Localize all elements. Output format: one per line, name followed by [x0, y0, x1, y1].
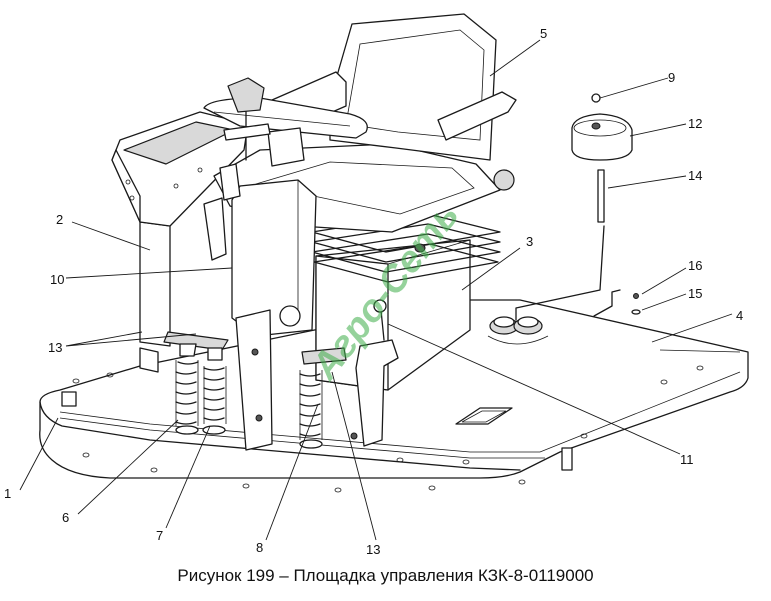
lever-11 — [350, 299, 399, 447]
callout-14: 14 — [688, 168, 702, 183]
callout-5: 5 — [540, 26, 547, 41]
callout-9: 9 — [668, 70, 675, 85]
callout-1: 1 — [4, 486, 11, 501]
control-platform-drawing: Агро-Сеть 1 2 3 4 5 6 7 8 9 10 11 12 13 … — [4, 13, 749, 557]
callout-13-bottom: 13 — [366, 542, 380, 557]
leader-lines — [19, 39, 733, 541]
callout-12: 12 — [688, 116, 702, 131]
mount-parts — [487, 93, 641, 345]
callout-8: 8 — [256, 540, 263, 555]
steering-column — [203, 77, 368, 451]
gear-pair — [487, 316, 549, 345]
left-console — [111, 111, 249, 373]
callout-2: 2 — [56, 212, 63, 227]
callout-6: 6 — [62, 510, 69, 525]
pedals-and-springs — [163, 331, 347, 449]
spring-6 — [175, 360, 199, 435]
callout-10: 10 — [50, 272, 64, 287]
callout-3: 3 — [526, 234, 533, 249]
platform-holes — [72, 365, 704, 493]
callout-numbers: 1 2 3 4 5 6 7 8 9 10 11 12 13 13 14 15 1… — [4, 26, 743, 557]
figure-caption: Рисунок 199 – Площадка управления КЗК-8-… — [177, 566, 594, 585]
callout-13-left: 13 — [48, 340, 62, 355]
spring-7 — [202, 366, 227, 435]
callout-4: 4 — [736, 308, 743, 323]
callout-15: 15 — [688, 286, 702, 301]
callout-7: 7 — [156, 528, 163, 543]
spring-8 — [299, 370, 323, 449]
callout-16: 16 — [688, 258, 702, 273]
callout-11: 11 — [680, 452, 694, 467]
